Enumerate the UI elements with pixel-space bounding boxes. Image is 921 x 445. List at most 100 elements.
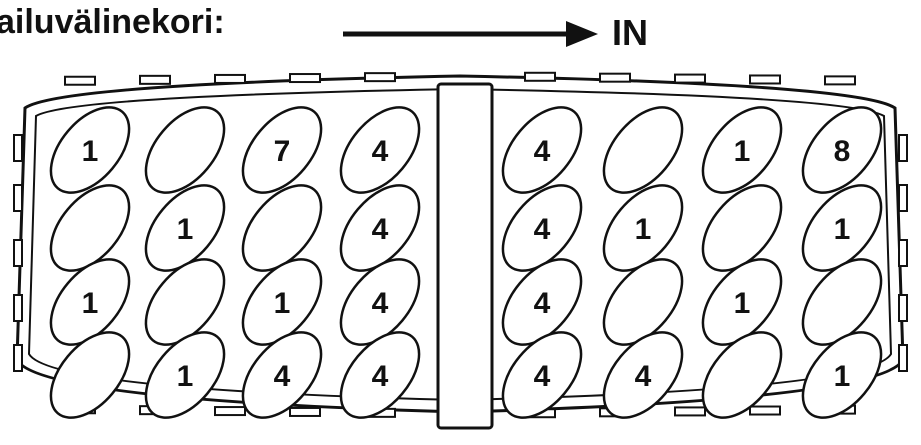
slot-ellipse [501,258,583,346]
right-slot: 4 [602,331,684,419]
rim-tab-bottom [214,406,246,417]
rim-tab-top [214,73,246,84]
rim-tab-top [139,74,171,85]
rim-tab-left [13,294,23,322]
slot-count: 1 [834,360,851,393]
slot-ellipse [501,184,583,272]
right-slot: 4 [501,331,583,419]
rim-tab-right [898,239,908,267]
left-slot: 1 [144,331,226,419]
right-slot [701,331,783,419]
slot-ellipse [241,106,323,194]
left-slot: 1 [144,184,226,272]
slot-ellipse [49,184,131,272]
right-slot: 1 [602,184,684,272]
right-slot: 4 [501,184,583,272]
slot-ellipse [801,258,883,346]
slot-count: 1 [834,213,851,246]
slot-ellipse [144,106,226,194]
slot-ellipse [602,106,684,194]
rim-tab-bottom [674,406,706,417]
left-slot: 1 [49,106,131,194]
slot-count: 4 [372,287,389,320]
rim-tab-left [13,239,23,267]
slot-ellipse [701,258,783,346]
center-divider [436,82,494,430]
slot-ellipse [701,106,783,194]
slot-ellipse [501,106,583,194]
rim-tab-top [64,75,96,86]
rim-tab-right [898,294,908,322]
slot-ellipse [602,258,684,346]
slot-count: 4 [635,360,652,393]
rim-tab-top [824,75,856,86]
left-slot: 1 [49,258,131,346]
rim-tab-right [898,134,908,162]
slot-count: 1 [177,360,194,393]
rim-tab-top [524,71,556,82]
slot-count: 4 [534,360,551,393]
slot-ellipse [501,331,583,419]
rim-tab-bottom [289,406,321,417]
rim-tab-left [13,134,23,162]
slot-ellipse [144,331,226,419]
slot-ellipse [49,331,131,419]
rim-tab-left [13,344,23,372]
slot-count: 4 [534,135,551,168]
basket-title: ailuvälinekori: [0,3,225,41]
slot-ellipse [701,184,783,272]
right-slot [602,258,684,346]
slot-count: 1 [635,213,652,246]
slot-count: 1 [274,287,291,320]
slot-count: 4 [534,287,551,320]
slot-ellipse [339,106,421,194]
slot-ellipse [241,331,323,419]
slot-count: 4 [274,360,291,393]
right-slot: 1 [801,184,883,272]
slot-count: 1 [82,135,99,168]
left-slot: 7 [241,106,323,194]
right-slot [602,106,684,194]
right-slot: 8 [801,106,883,194]
slot-count: 4 [372,135,389,168]
slot-ellipse [339,331,421,419]
left-slot [144,258,226,346]
rim-tab-bottom [749,405,781,416]
slot-count: 8 [834,135,851,168]
slot-count: 4 [372,213,389,246]
slot-count: 1 [734,287,751,320]
right-slot: 1 [701,258,783,346]
rim-tab-right [898,184,908,212]
slot-ellipse [144,184,226,272]
slot-ellipse [801,184,883,272]
slot-count: 1 [82,287,99,320]
left-slot: 4 [339,258,421,346]
right-slot-grid: 4 4 4 4 1 4 1 1 8 1 1 [501,106,883,419]
slot-count: 1 [734,135,751,168]
right-slot: 1 [701,106,783,194]
slot-ellipse [602,184,684,272]
slot-ellipse [801,331,883,419]
rim-tab-top [674,73,706,84]
slot-count: 4 [372,360,389,393]
left-slot: 4 [339,331,421,419]
slot-ellipse [602,331,684,419]
rim-tab-top [749,74,781,85]
direction-label: IN [612,12,648,53]
right-slot: 4 [501,106,583,194]
left-slot: 4 [339,106,421,194]
slot-ellipse [339,258,421,346]
slot-ellipse [49,258,131,346]
slot-ellipse [701,331,783,419]
right-slot [801,258,883,346]
rim-tab-top [599,72,631,83]
slot-ellipse [801,106,883,194]
slot-count: 7 [274,135,291,168]
left-slot [241,184,323,272]
slot-count: 4 [534,213,551,246]
left-slot: 4 [339,184,421,272]
slot-ellipse [241,184,323,272]
slot-ellipse [241,258,323,346]
rim-tab-top [289,73,321,84]
